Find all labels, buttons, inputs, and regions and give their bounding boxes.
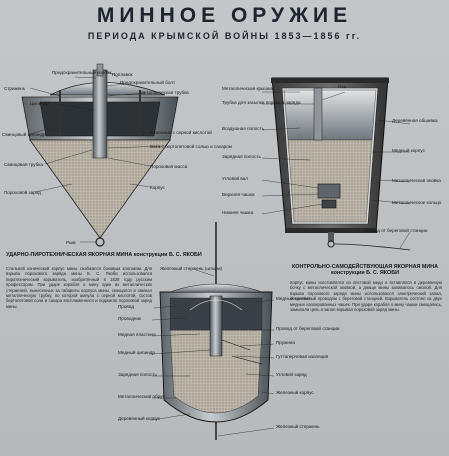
m3-label-charge: Угловой заряд	[276, 372, 307, 377]
m1-label-acid: Стальные с серной кислотой	[150, 130, 212, 135]
m2-label-wire: Провод от береговой станции	[364, 228, 428, 233]
m1-description: Стальной конический корпус мины снабжалс…	[6, 266, 152, 309]
m1-label-powder-mass: Пороховая масса	[150, 164, 188, 169]
m1-label-cotton: Вата с бертолетовой солью и сахаром	[150, 144, 232, 149]
m3-label-insulation: Гуттаперчевая изоляция	[276, 354, 329, 359]
m1-label-bolt: Предохранительный болт	[120, 80, 176, 85]
m1-label-float: Поплавок	[112, 72, 133, 77]
m1-label-metal-tube: Металлическая трубка	[140, 90, 189, 95]
m3-label-conductor: Проводник	[118, 316, 142, 321]
m2-label-charge: Зарядная полость	[222, 154, 261, 159]
m3-label-hoop: Металлический обруч	[118, 394, 165, 399]
m1-label-ring: Рым	[66, 240, 76, 245]
m3-label-spike: Железный стержень (штыри)	[160, 266, 223, 271]
m2-label-shaft: Угловой вал	[222, 176, 248, 181]
m2-label-lid: Металлическая крышка	[222, 86, 273, 91]
m2-label-ring: Металлическое кольцо	[392, 200, 442, 205]
m2-label-tube: Трубка для засыпки пороха и заряда	[222, 100, 301, 105]
m2-label-wood: Деревянная обшивка	[392, 118, 438, 123]
m1-label-body: Корпус	[150, 185, 165, 190]
m1-label-rod: Стрижень	[4, 86, 26, 91]
mine-2-drawing	[261, 77, 411, 251]
m3-label-charge-cavity: Зарядная полость	[118, 372, 157, 377]
m2-caption: КОНТРОЛЬНО-САМОДЕЙСТВУЮЩАЯ ЯКОРНАЯ МИНА …	[291, 264, 439, 276]
m3-label-plate: Медная пластина	[118, 332, 156, 337]
page-subtitle: ПЕРИОДА КРЫМСКОЙ ВОЙНЫ 1853—1856 гг.	[87, 31, 362, 41]
m2-label-lower-cup: Нижняя чашка	[222, 210, 254, 215]
m3-label-wood-body: Деревянный корпус	[118, 416, 161, 421]
m2-label-band: Металлическая оковка	[392, 178, 441, 183]
page-title: МИННОЕ ОРУЖИЕ	[96, 4, 353, 27]
m2-label-copper: Медный корпус	[392, 148, 425, 153]
m2-description: Корпус мины изготовлялся из листовой мед…	[290, 280, 442, 313]
m1-label-lead-tube: Свинцовая трубка	[4, 162, 43, 167]
m3-label-contact: Медный контакт	[276, 296, 311, 301]
mine-3-drawing	[151, 222, 275, 440]
m3-label-spring: Пружина	[276, 340, 295, 345]
m2-label-upper-cup: Верхняя чашка	[222, 192, 255, 197]
m2-label-axis: Ось	[338, 84, 347, 89]
m1-label-charge: Пороховой заряд	[4, 190, 41, 195]
m3-label-wire: Провод	[118, 304, 134, 309]
m3-label-shore-wire: Провод от береговой станции	[276, 326, 340, 331]
m3-label-iron-rod: Железный стержень	[276, 424, 320, 429]
m3-label-cylinder: Медный цилиндр	[118, 350, 155, 355]
m1-label-cylinder: Цилиндр	[30, 101, 49, 106]
m1-label-lead-cylinder: Свинцовый цилиндр	[2, 132, 46, 137]
mine-1-drawing	[21, 63, 179, 247]
m3-label-iron-body: Железный корпус	[276, 390, 314, 395]
m2-label-air: Воздушная полость	[222, 126, 265, 131]
m1-label-cap: Предохранительный колпак	[52, 70, 112, 75]
m1-caption: УДАРНО-ПИРОТЕХНИЧЕСКАЯ ЯКОРНАЯ МИНА конс…	[6, 252, 202, 258]
